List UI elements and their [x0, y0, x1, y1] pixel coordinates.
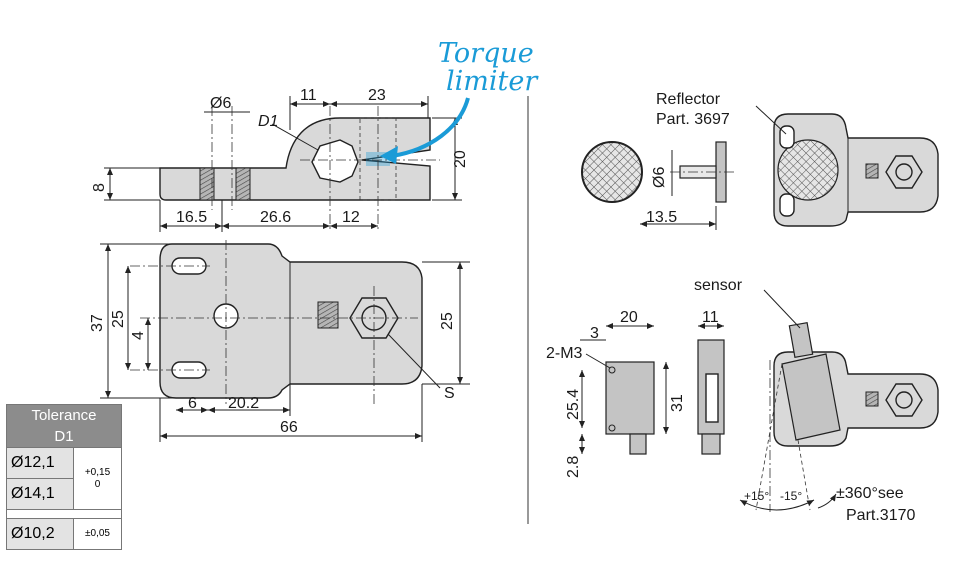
reflector-dim-13-5: 13.5: [646, 209, 677, 226]
sensor-thread-label: 2-M3: [546, 345, 583, 362]
d1-label: D1: [258, 113, 278, 130]
tolerance-size-cell: Ø14,1: [6, 478, 74, 510]
bracket-plan-view: [130, 240, 423, 404]
torque-annotation-line2: limiter: [446, 66, 539, 97]
tolerance-size-cell: Ø12,1: [6, 447, 74, 479]
dim-8-label: 8: [91, 183, 108, 192]
tolerance-lower: 0: [94, 478, 101, 490]
tolerance-size-1: Ø12,1: [11, 454, 55, 471]
dim-23-label: 23: [368, 87, 386, 104]
dim-66-label: 66: [280, 419, 298, 436]
dim-12-label: 12: [342, 209, 360, 226]
tolerance-size-2: Ø14,1: [11, 485, 55, 502]
sensor-dim-3: 3: [590, 325, 599, 342]
dim-20-label: 20: [452, 150, 469, 168]
tolerance-value-cell: ±0,05: [73, 518, 122, 550]
dim-25-left-label: 25: [110, 310, 127, 328]
sensor-label: sensor: [694, 277, 743, 294]
dim-11-label: 11: [300, 87, 317, 104]
tolerance-size-3: Ø10,2: [11, 525, 55, 542]
sensor-dim-2-8: 2.8: [565, 456, 582, 478]
tolerance-table: Tolerance D1 Ø12,1 +0,15 0 Ø14,1 Ø10,2 ±…: [6, 404, 122, 550]
tolerance-upper: +0,15: [84, 466, 111, 478]
reflector-title: Reflector: [656, 91, 721, 108]
tolerance-size-cell: Ø10,2: [6, 518, 74, 550]
sensor-rotation-part: Part.3170: [846, 507, 915, 524]
dim-16-5-label: 16.5: [176, 209, 207, 226]
tolerance-header-line1: Tolerance: [31, 407, 97, 424]
screw-label: S: [444, 385, 455, 402]
plan-view-dimensions: [100, 243, 470, 442]
sensor-dim-20: 20: [620, 309, 638, 326]
dim-25-right-label: 25: [439, 312, 456, 330]
dim-37-label: 37: [89, 314, 106, 332]
dim-6-label: 6: [188, 395, 197, 412]
sensor-dim-25-4: 25.4: [565, 389, 582, 420]
sensor-angle-right: -15°: [780, 489, 802, 503]
dim-20-2-label: 20.2: [228, 395, 259, 412]
tolerance-value: ±0,05: [85, 528, 110, 539]
tolerance-value-cell: +0,15 0: [73, 447, 122, 510]
sensor-dim-31: 31: [669, 394, 686, 412]
torque-limiter-annotation: Torque limiter: [380, 38, 539, 164]
sensor-views: [579, 289, 939, 512]
sensor-angle-left: +15°: [744, 489, 769, 503]
side-view-dimensions: [104, 96, 462, 232]
dim-26-6-label: 26.6: [260, 209, 291, 226]
torque-annotation-line1: Torque: [438, 38, 534, 69]
reflector-dim-6: Ø6: [651, 167, 668, 188]
dim-4-label: 4: [130, 331, 147, 340]
sensor-rotation-label: ±360°see: [836, 485, 904, 502]
reflector-part-number: Part. 3697: [656, 111, 730, 128]
tolerance-header-line2: D1: [54, 428, 74, 445]
reflector-views: [581, 105, 939, 230]
sensor-dim-11: 11: [702, 309, 719, 326]
tolerance-header: Tolerance D1: [6, 404, 122, 448]
hole-diameter-label: Ø6: [210, 95, 231, 112]
tolerance-gap: [6, 509, 122, 519]
